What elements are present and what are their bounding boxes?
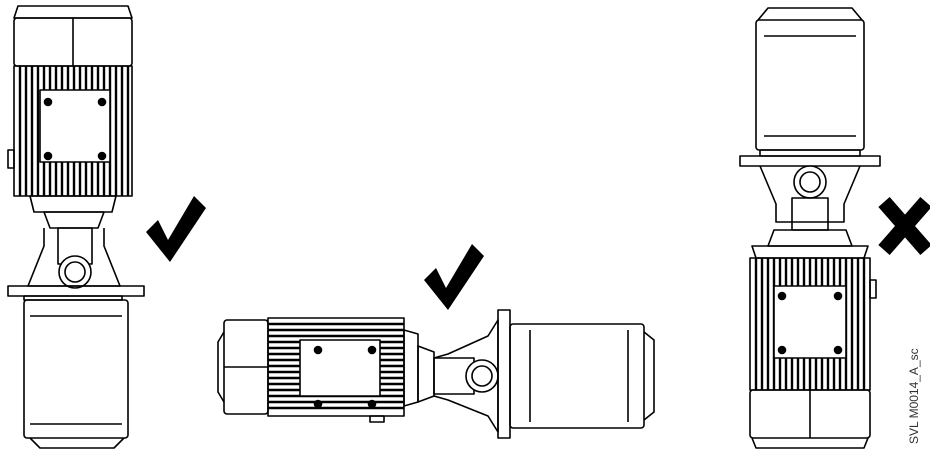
bracket — [759, 165, 861, 247]
flange — [739, 155, 881, 167]
motor — [217, 317, 419, 423]
check-icon — [146, 196, 206, 262]
pump-horizontal — [217, 309, 655, 439]
motor — [749, 245, 877, 449]
bracket — [417, 319, 499, 433]
bracket — [27, 211, 121, 289]
drawing-code: SVL M0014_A_sc — [907, 348, 921, 444]
cross-icon — [878, 197, 930, 255]
motor — [7, 5, 133, 213]
pump-body — [755, 7, 865, 157]
flange — [497, 309, 511, 439]
check-icon — [424, 244, 484, 310]
pump-vertical-motor-down — [739, 7, 881, 449]
pump-vertical-motor-up — [7, 5, 145, 449]
pump-body — [509, 323, 655, 429]
pump-body — [23, 295, 129, 449]
